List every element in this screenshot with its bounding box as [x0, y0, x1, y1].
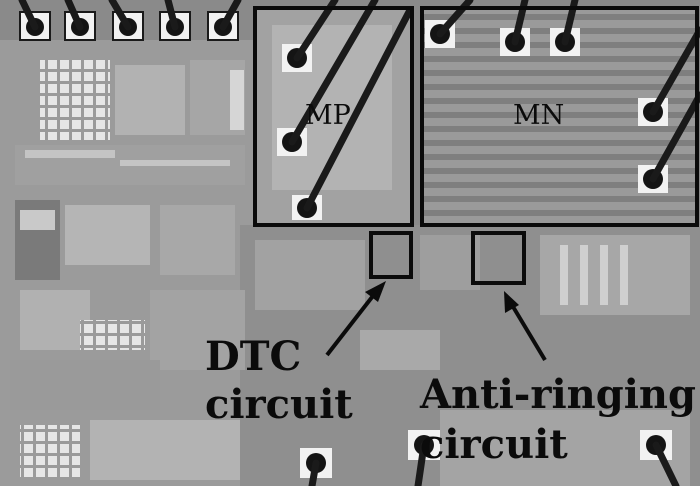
dtc-highlight-box — [369, 231, 413, 279]
mn-highlight-box — [420, 6, 699, 227]
dtc-arrow — [325, 281, 386, 357]
mp-highlight-box — [253, 6, 414, 227]
mn-label: MN — [513, 100, 564, 131]
lower-routing — [255, 235, 690, 486]
dtc-label: DTC — [205, 333, 301, 380]
dtc-label-line2: circuit — [205, 381, 353, 428]
left-logic-blocks — [10, 60, 245, 480]
mp-label: MP — [305, 100, 351, 131]
anti-ringing-arrow — [504, 291, 547, 362]
anti-ringing-label-line2: circuit — [420, 421, 568, 468]
anti-ringing-label: Anti-ringing — [419, 371, 696, 418]
anti-ringing-highlight-box — [471, 231, 526, 285]
